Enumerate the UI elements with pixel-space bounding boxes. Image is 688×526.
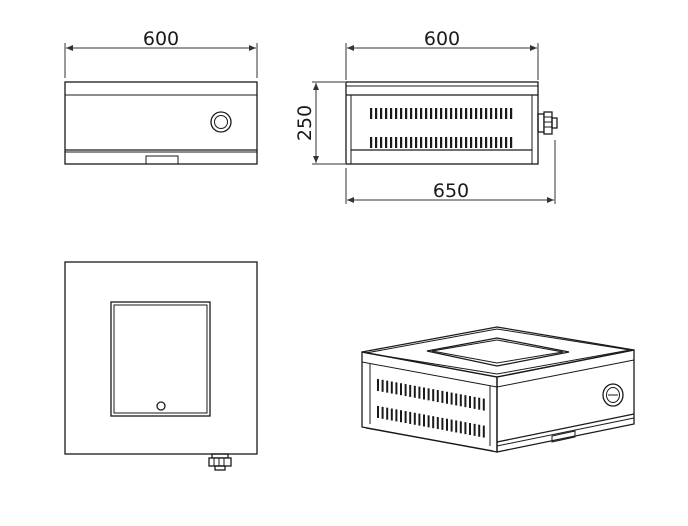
iso-knob-icon xyxy=(602,383,624,407)
vent-slot xyxy=(395,137,398,148)
vent-slot xyxy=(385,108,388,119)
vent-slot xyxy=(415,137,418,148)
isometric-view xyxy=(361,326,635,453)
side-overall-label: 650 xyxy=(433,180,469,202)
vent-slot xyxy=(430,137,433,148)
side-height-label: 250 xyxy=(294,105,316,141)
vent-slot xyxy=(475,108,478,119)
vent-slot xyxy=(400,137,403,148)
side-body xyxy=(345,81,539,165)
side-width-dimension: 600 xyxy=(345,28,539,80)
vent-slot xyxy=(400,108,403,119)
vent-slot xyxy=(405,137,408,148)
vent-slot xyxy=(470,137,473,148)
side-width-label: 600 xyxy=(424,28,460,50)
iso-top-plate xyxy=(426,337,570,367)
front-width-dimension: 600 xyxy=(64,28,258,78)
vent-slot xyxy=(455,108,458,119)
vent-slot xyxy=(495,108,498,119)
vent-slot xyxy=(410,108,413,119)
vent-slot xyxy=(375,108,378,119)
top-panel xyxy=(110,301,211,417)
vent-slot xyxy=(415,108,418,119)
vent-slot xyxy=(370,137,373,148)
vent-slot xyxy=(425,137,428,148)
vent-slot xyxy=(485,137,488,148)
vent-slot xyxy=(510,137,513,148)
iso-vent-slots xyxy=(377,378,485,438)
vent-slot xyxy=(425,108,428,119)
vent-slot xyxy=(495,137,498,148)
iso-left-face xyxy=(361,351,498,453)
vent-slot xyxy=(390,137,393,148)
iso-right-face xyxy=(496,349,635,453)
vent-slot xyxy=(440,108,443,119)
vent-slot xyxy=(490,137,493,148)
side-connector-icon xyxy=(537,111,558,135)
vent-slot xyxy=(420,108,423,119)
vent-slot xyxy=(490,108,493,119)
front-width-label: 600 xyxy=(143,28,179,50)
side-overall-dimension: 650 xyxy=(345,140,556,204)
iso-drawer-tab xyxy=(551,430,576,443)
vent-slot xyxy=(395,108,398,119)
vent-slot xyxy=(505,108,508,119)
top-indicator-icon xyxy=(156,401,166,411)
vent-slot xyxy=(470,108,473,119)
top-body xyxy=(64,261,258,455)
side-vent-slots xyxy=(370,108,513,148)
vent-slot xyxy=(475,137,478,148)
front-drawer-tab xyxy=(145,155,179,165)
front-knob-icon xyxy=(210,111,232,133)
vent-slot xyxy=(435,137,438,148)
vent-slot xyxy=(505,137,508,148)
vent-slot xyxy=(450,137,453,148)
vent-slot xyxy=(405,108,408,119)
vent-slot xyxy=(420,137,423,148)
vent-slot xyxy=(500,137,503,148)
vent-slot xyxy=(455,137,458,148)
vent-slot xyxy=(440,137,443,148)
vent-slot xyxy=(460,137,463,148)
side-height-dimension: 250 xyxy=(294,81,345,165)
vent-slot xyxy=(430,108,433,119)
vent-slot xyxy=(445,108,448,119)
vent-slot xyxy=(460,108,463,119)
vent-slot xyxy=(380,108,383,119)
vent-slot xyxy=(375,137,378,148)
vent-slot xyxy=(370,108,373,119)
side-view: 600 250 650 xyxy=(294,28,558,204)
top-connector-icon xyxy=(208,453,232,471)
vent-slot xyxy=(410,137,413,148)
vent-slot xyxy=(465,108,468,119)
vent-slot xyxy=(480,137,483,148)
vent-slot xyxy=(385,137,388,148)
vent-slot xyxy=(510,108,513,119)
vent-slot xyxy=(465,137,468,148)
front-view: 600 xyxy=(64,28,258,165)
vent-slot xyxy=(380,137,383,148)
vent-slot xyxy=(485,108,488,119)
top-view xyxy=(64,261,258,471)
vent-slot xyxy=(500,108,503,119)
vent-slot xyxy=(445,137,448,148)
vent-slot xyxy=(450,108,453,119)
vent-slot xyxy=(390,108,393,119)
vent-slot xyxy=(435,108,438,119)
vent-slot xyxy=(480,108,483,119)
